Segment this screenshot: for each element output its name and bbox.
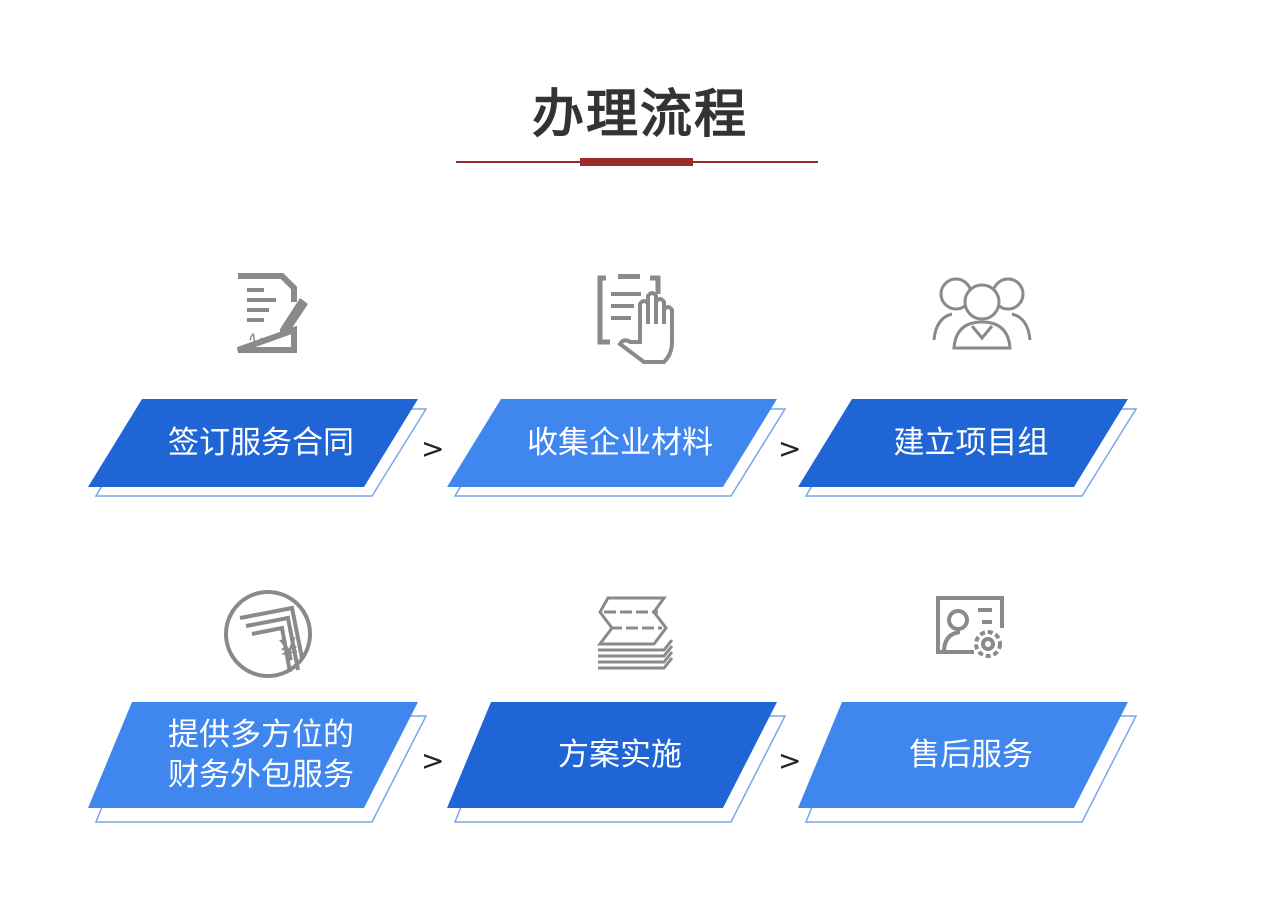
folded-plan-icon	[597, 596, 674, 670]
card-shape	[798, 702, 1138, 823]
next-arrow: >	[778, 744, 802, 777]
step-card-collect-materials[interactable]: 收集企业材料	[445, 398, 791, 500]
yuan-money-icon: ¥	[224, 590, 312, 678]
title-underline-accent	[580, 158, 693, 166]
card-shape	[447, 399, 787, 497]
card-shape	[88, 702, 428, 823]
step-label-line: 提供多方位的	[168, 716, 354, 753]
card-shape	[798, 399, 1138, 497]
clipboard-hand-icon	[597, 274, 674, 364]
contract-sign-icon	[236, 273, 308, 353]
step-card-implementation[interactable]: 方案实施	[445, 701, 791, 827]
profile-gear-icon	[936, 596, 1004, 658]
step-label: 建立项目组	[893, 424, 1049, 461]
step-card-build-team[interactable]: 建立项目组	[796, 398, 1142, 500]
step-card-sign-contract[interactable]: 签订服务合同	[86, 398, 432, 500]
step-label: 签订服务合同	[168, 424, 354, 461]
step-label-multiline: 提供多方位的 财务外包服务	[126, 701, 396, 808]
team-group-icon	[932, 277, 1032, 350]
card-shape	[88, 399, 428, 497]
page-title: 办理流程	[531, 85, 748, 145]
next-arrow: >	[421, 744, 445, 777]
next-arrow: >	[778, 432, 802, 465]
step-card-outsourcing[interactable]: 提供多方位的 财务外包服务	[86, 701, 432, 827]
step-label-line: 财务外包服务	[168, 756, 354, 793]
card-shape	[447, 702, 787, 823]
step-label: 方案实施	[558, 736, 682, 773]
step-label: 收集企业材料	[527, 424, 713, 461]
step-card-after-sales[interactable]: 售后服务	[796, 701, 1142, 827]
next-arrow: >	[421, 432, 445, 465]
step-label: 售后服务	[909, 736, 1033, 773]
